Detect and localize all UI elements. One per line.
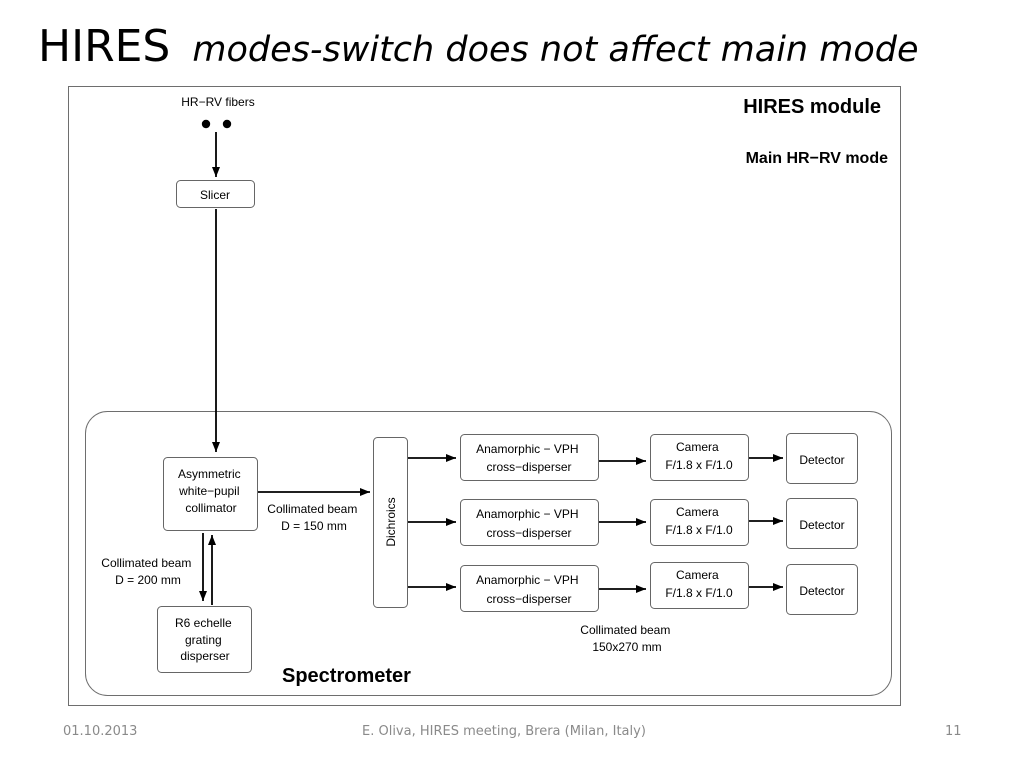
detector-box-1 xyxy=(786,433,858,484)
disperser-label-2: Anamorphic − VPH cross−disperser xyxy=(476,507,582,540)
module-label: HIRES module xyxy=(743,96,881,118)
fiber-dot-right xyxy=(222,119,232,129)
detector-label-1: Detector xyxy=(799,453,844,467)
disperser-box-2 xyxy=(460,499,599,546)
fibers-label: HR−RV fibers xyxy=(181,95,254,109)
camera-box-3 xyxy=(650,562,749,609)
footer-page-number: 11 xyxy=(945,724,962,739)
beam1-label: Collimated beam D = 150 mm xyxy=(267,502,360,533)
footer-date: 01.10.2013 xyxy=(63,724,138,739)
slicer-label: Slicer xyxy=(200,188,230,202)
arm-2: Anamorphic − VPH cross−disperser Camera … xyxy=(408,498,858,549)
slide-title: HIRES modes-switch does not affect main m… xyxy=(38,18,919,76)
beam3-label: Collimated beam 150x270 mm xyxy=(580,623,673,654)
title-main: HIRES xyxy=(38,21,171,72)
disperser-box-3 xyxy=(460,565,599,612)
spectrometer-label: Spectrometer xyxy=(282,665,411,687)
spectrometer-frame xyxy=(85,411,892,696)
detector-label-3: Detector xyxy=(799,584,844,598)
disperser-label-3: Anamorphic − VPH cross−disperser xyxy=(476,573,582,606)
detector-box-2 xyxy=(786,498,858,549)
arm-3: Anamorphic − VPH cross−disperser Camera … xyxy=(408,562,858,615)
slicer-box xyxy=(176,180,255,208)
echelle-box xyxy=(157,606,252,673)
detector-label-2: Detector xyxy=(799,518,844,532)
arm-1: Anamorphic − VPH cross−disperser Camera … xyxy=(408,433,858,484)
mode-label: Main HR−RV mode xyxy=(746,150,889,167)
echelle-label: R6 echelle grating disperser xyxy=(175,616,235,663)
detector-box-3 xyxy=(786,564,858,615)
disperser-label-1: Anamorphic − VPH cross−disperser xyxy=(476,442,582,474)
title-subtitle: modes-switch does not affect main mode xyxy=(192,30,919,70)
camera-label-3: Camera F/1.8 x F/1.0 xyxy=(665,568,733,600)
camera-label-1: Camera F/1.8 x F/1.0 xyxy=(665,440,733,472)
camera-label-2: Camera F/1.8 x F/1.0 xyxy=(665,505,733,537)
disperser-box-1 xyxy=(460,434,599,481)
camera-box-1 xyxy=(650,434,749,481)
camera-box-2 xyxy=(650,499,749,546)
collimator-box xyxy=(163,457,258,531)
beam2-label: Collimated beam D = 200 mm xyxy=(101,556,194,587)
footer-center: E. Oliva, HIRES meeting, Brera (Milan, I… xyxy=(362,724,646,739)
fiber-dot-left xyxy=(201,119,211,129)
module-frame xyxy=(68,86,901,706)
dichroics-box xyxy=(373,437,408,608)
collimator-label: Asymmetric white−pupil collimator xyxy=(178,467,244,515)
dichroics-label: Dichroics xyxy=(384,497,398,546)
